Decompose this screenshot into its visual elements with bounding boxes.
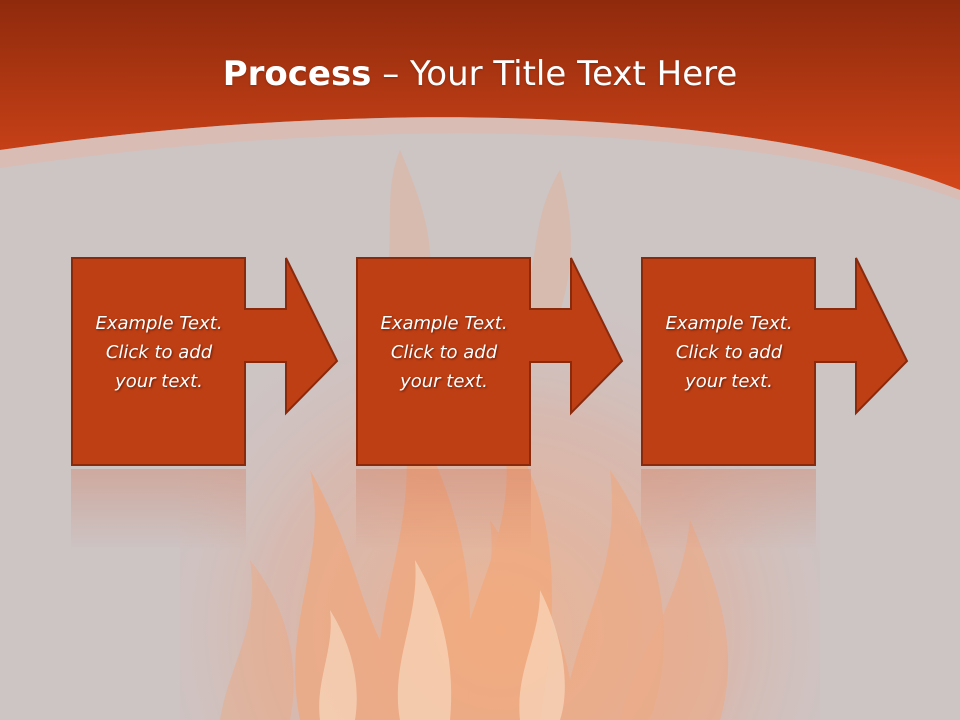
step-reflection xyxy=(641,469,816,549)
step-reflection xyxy=(356,469,531,549)
header-band xyxy=(0,0,960,190)
title-rest-text: – Your Title Text Here xyxy=(371,54,738,94)
header-curve-highlight xyxy=(0,117,960,200)
title-bold-text: Process xyxy=(222,54,372,94)
step-box-arrow-shape xyxy=(641,257,909,466)
step-box-arrow-shape xyxy=(71,257,339,466)
slide-title[interactable]: Process – Your Title Text Here xyxy=(0,52,960,96)
process-step-2[interactable]: Example Text. Click to add your text. xyxy=(356,257,624,549)
step-reflection xyxy=(71,469,246,549)
step-label[interactable]: Example Text. Click to add your text. xyxy=(95,313,223,392)
step-label[interactable]: Example Text. Click to add your text. xyxy=(380,313,508,392)
step-label[interactable]: Example Text. Click to add your text. xyxy=(665,313,793,392)
process-step-1[interactable]: Example Text. Click to add your text. xyxy=(71,257,339,549)
step-box-arrow-shape xyxy=(356,257,624,466)
flame-cores xyxy=(319,560,565,720)
process-step-3[interactable]: Example Text. Click to add your text. xyxy=(641,257,909,549)
